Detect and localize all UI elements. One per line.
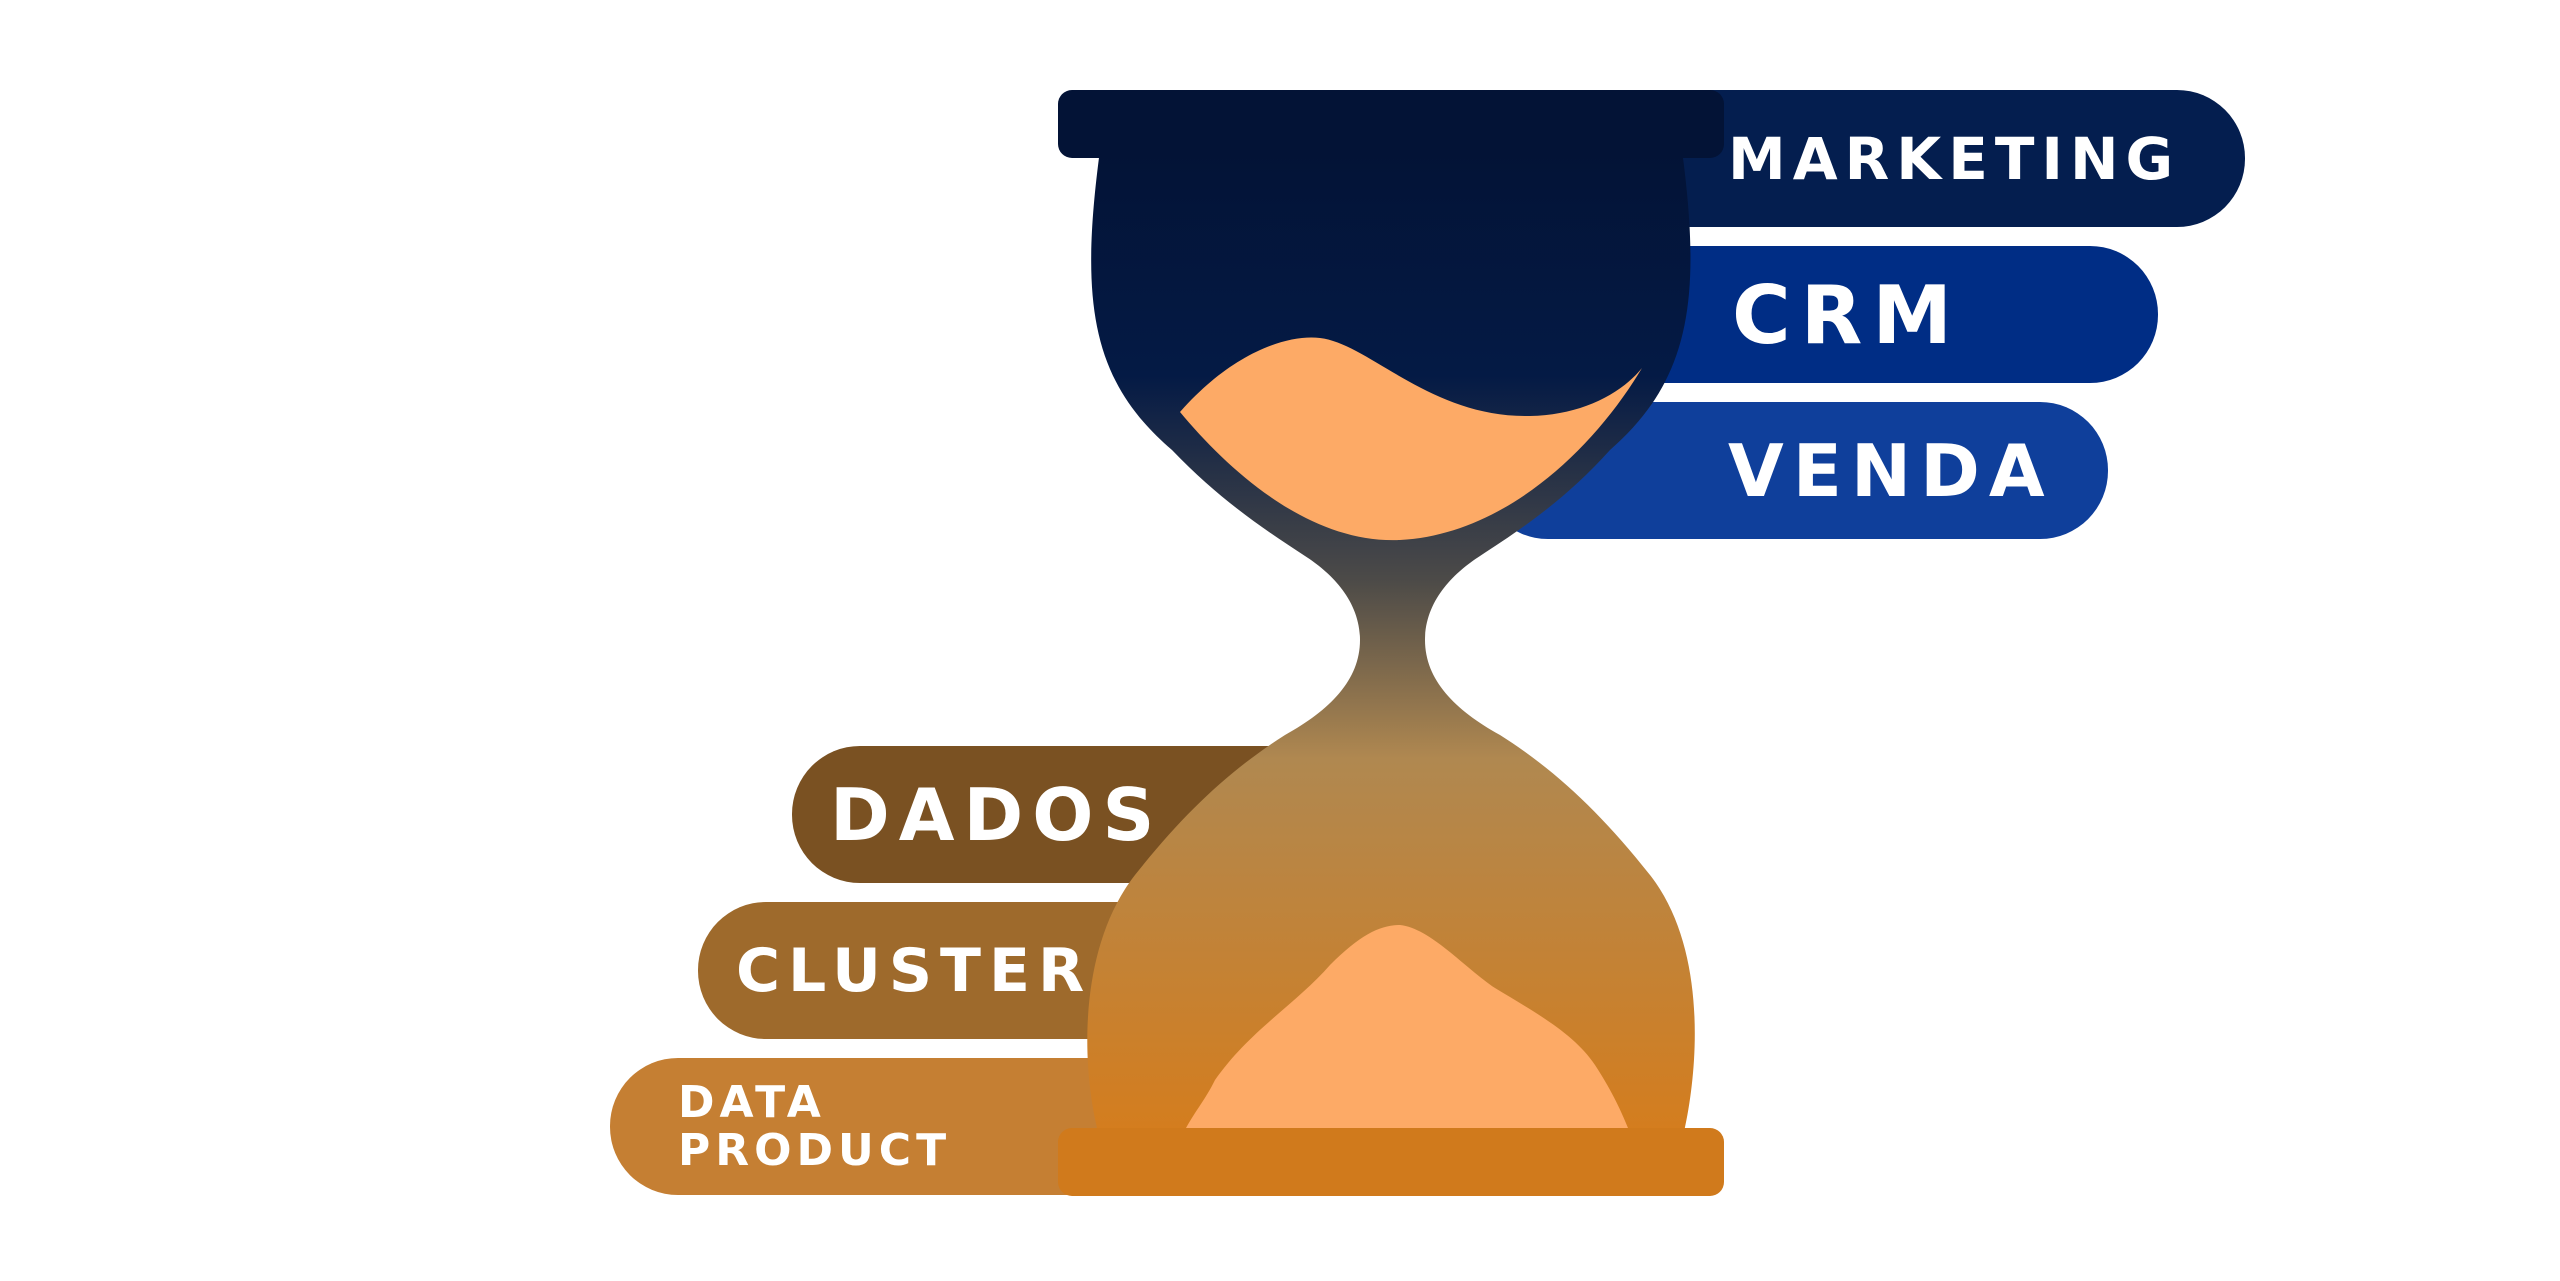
pill-bg-venda [1480, 402, 2108, 539]
label-dados: DADOS [830, 752, 1210, 878]
pill-bg-crm [1580, 246, 2158, 383]
hourglass-icon [1058, 90, 1724, 1196]
label-data-product: DATA PRODUCT [678, 1064, 1038, 1190]
bottom-sand [1186, 925, 1628, 1128]
label-dados-text: DADOS [830, 773, 1164, 857]
label-marketing: MARKETING [1728, 96, 2228, 222]
label-data-product-line1: DATA [678, 1077, 826, 1128]
label-venda-text: VENDA [1728, 429, 2054, 513]
label-cluster: CLUSTER [736, 908, 1136, 1034]
label-marketing-text: MARKETING [1728, 125, 2181, 193]
top-sand [1180, 337, 1642, 541]
label-data-product-line2: PRODUCT [678, 1125, 952, 1176]
label-venda: VENDA [1728, 408, 2088, 534]
label-crm-text: CRM [1732, 268, 1962, 362]
pill-bg-marketing [1600, 90, 2245, 227]
label-crm: CRM [1732, 252, 2032, 378]
label-cluster-text: CLUSTER [736, 936, 1093, 1006]
